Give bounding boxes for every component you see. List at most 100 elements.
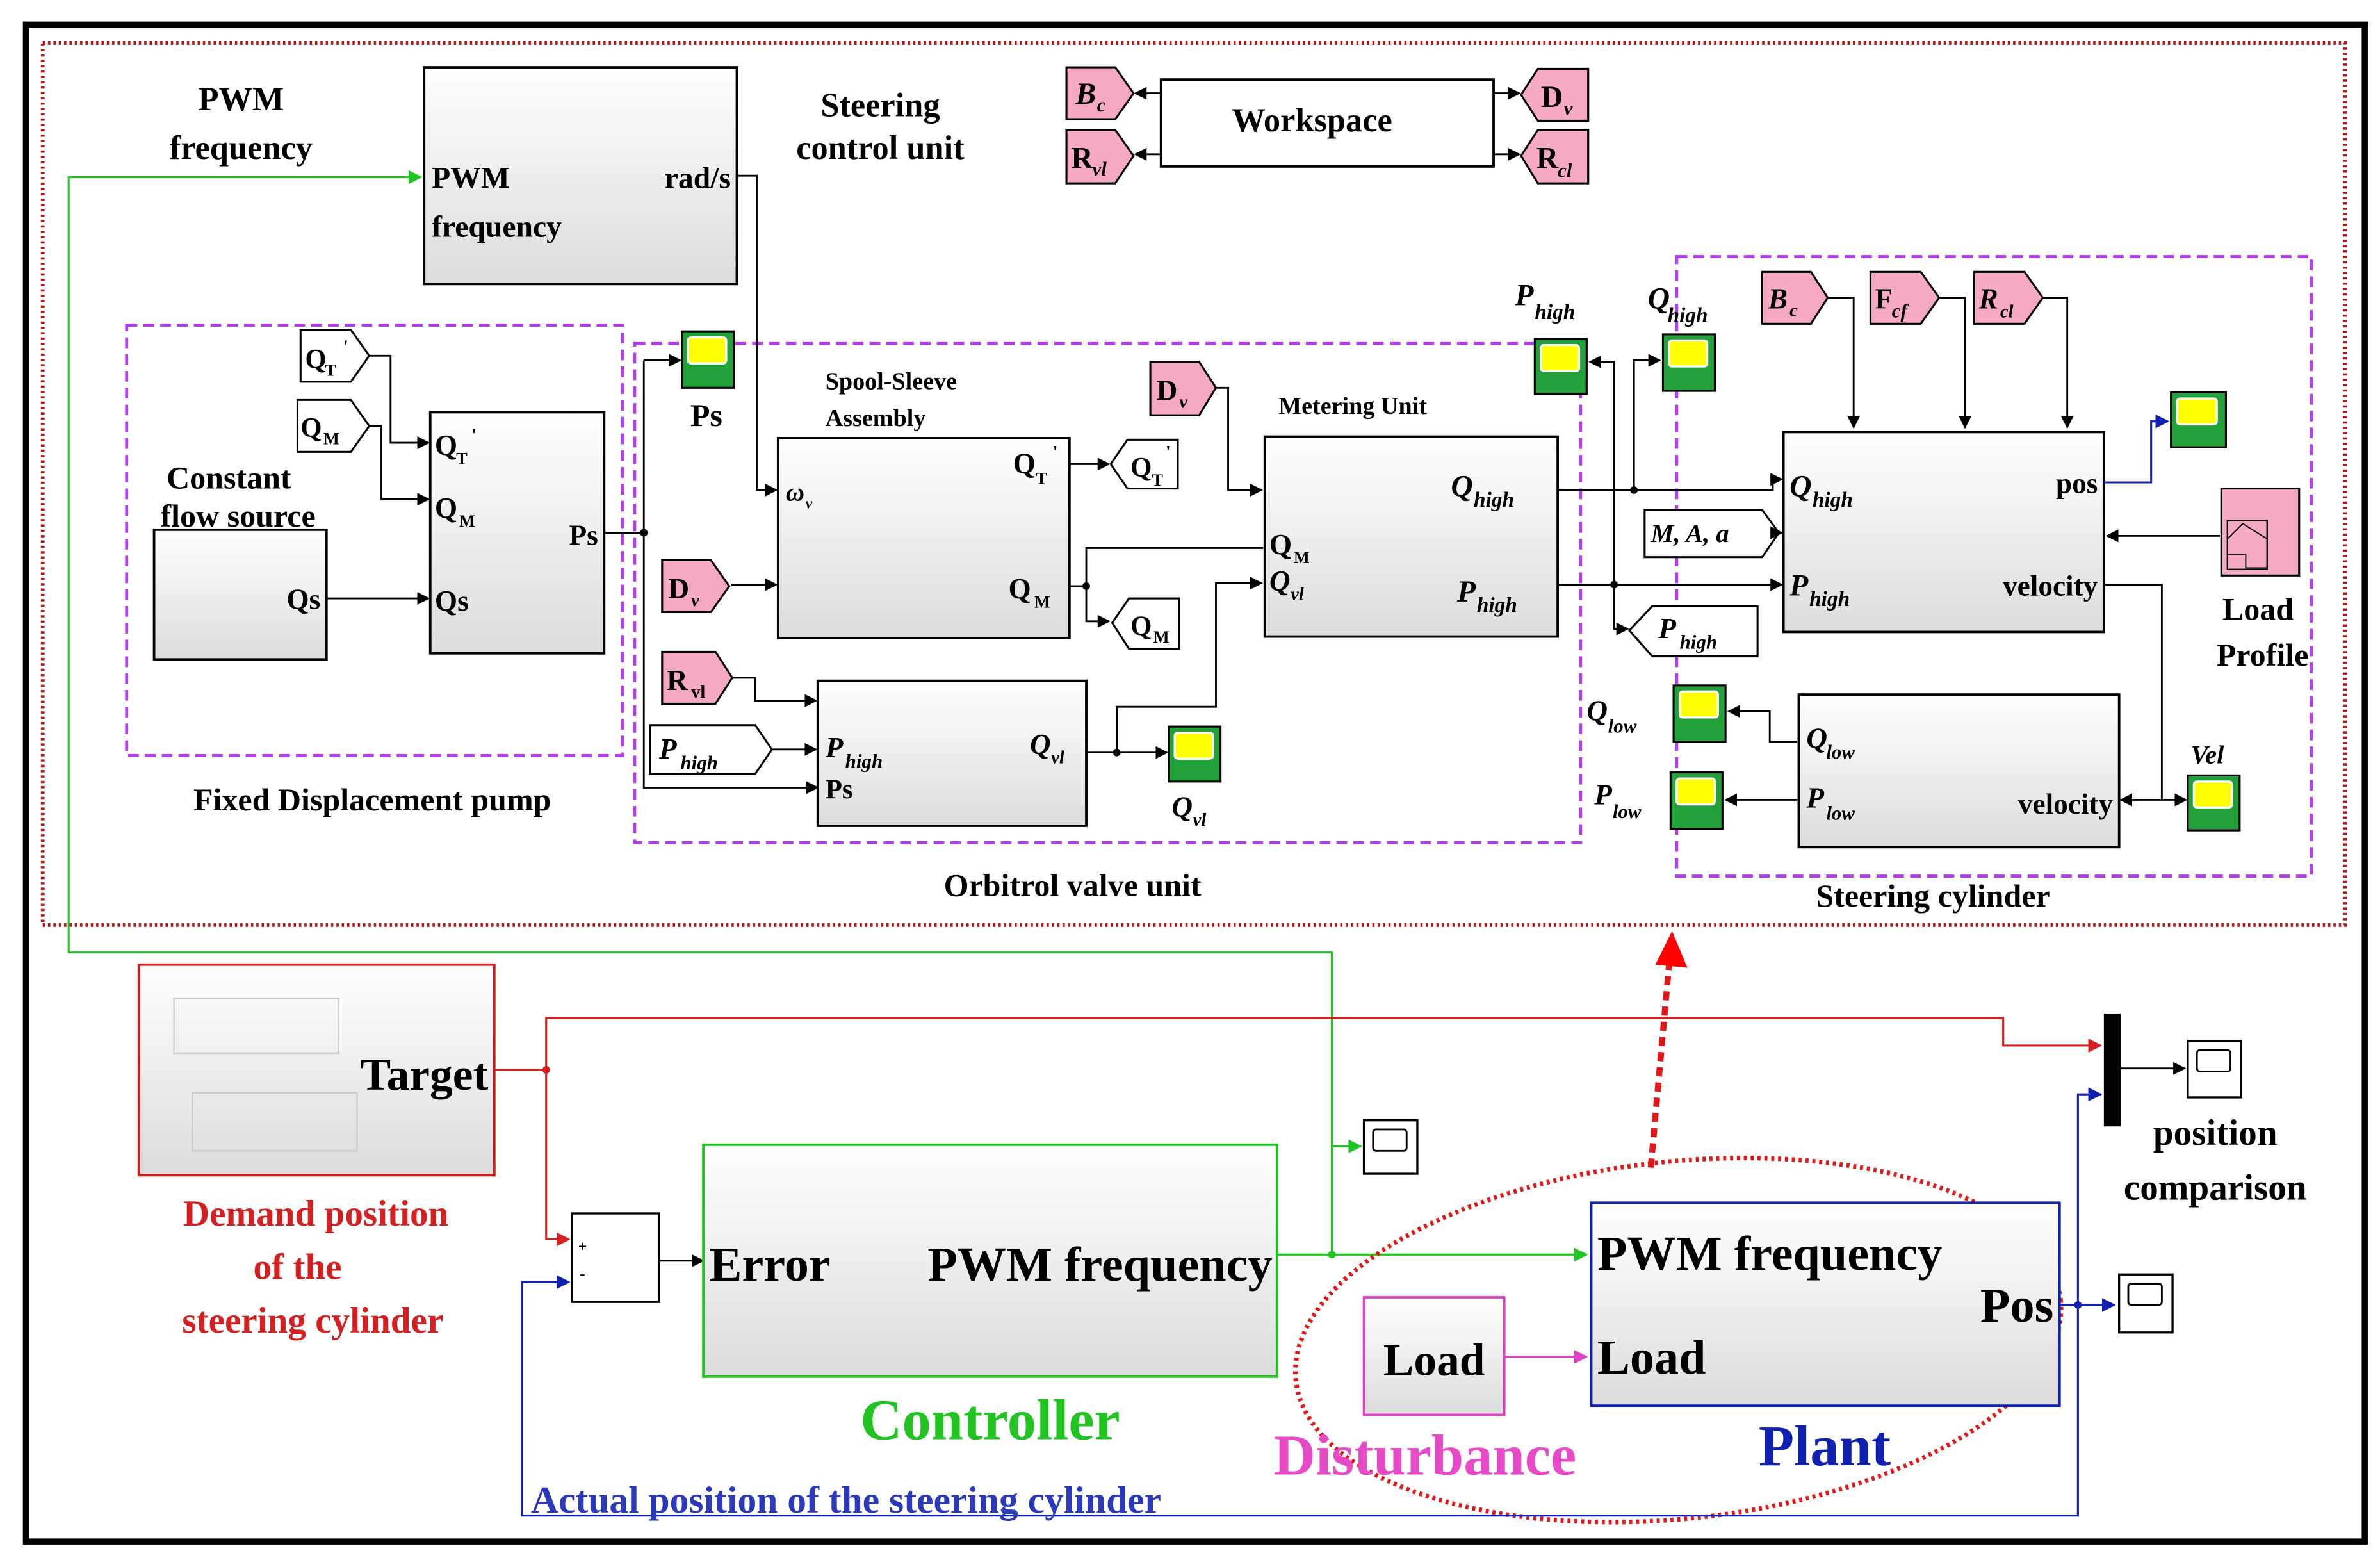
scope-controller[interactable] <box>1362 1119 1419 1175</box>
goto-tag-rvl[interactable]: Rvl <box>1065 129 1135 185</box>
svg-text:T: T <box>456 449 468 468</box>
load-profile-block[interactable] <box>2220 487 2301 577</box>
svg-text:low: low <box>1613 800 1642 823</box>
svg-text:c: c <box>1097 94 1106 116</box>
svg-text:pos: pos <box>2056 468 2098 500</box>
svg-text:velocity: velocity <box>2003 570 2098 602</box>
svg-text:high: high <box>845 750 883 772</box>
svg-text:Q: Q <box>435 429 457 461</box>
steering-cylinder-label: Steering cylinder <box>1816 878 2050 914</box>
svg-text:v: v <box>1564 97 1574 119</box>
load-profile-label: Load <box>2222 591 2294 627</box>
scope-qlow[interactable] <box>1672 684 1727 743</box>
svg-text:B: B <box>1768 283 1788 315</box>
svg-text:M: M <box>323 429 339 448</box>
scope-qvl[interactable] <box>1168 725 1222 783</box>
svg-text:Q: Q <box>435 492 457 524</box>
port-pwm-in-2: frequency <box>432 210 562 243</box>
svg-text:+: + <box>578 1239 587 1256</box>
scope-qhigh[interactable] <box>1661 333 1716 392</box>
position-comparison-label: position <box>2153 1113 2278 1153</box>
svg-text:T: T <box>1036 469 1047 488</box>
svg-text:Q: Q <box>1130 611 1152 641</box>
svg-text:high: high <box>1809 587 1850 611</box>
pwm-frequency-label: PWM <box>198 81 284 118</box>
load-disturbance-label: Load <box>1383 1335 1485 1386</box>
load-profile-label-2: Profile <box>2217 637 2309 673</box>
svg-text:vl: vl <box>1193 810 1207 830</box>
mux-block[interactable] <box>2103 1013 2121 1127</box>
scope-ps[interactable] <box>681 330 735 389</box>
svg-text:vl: vl <box>691 682 705 702</box>
svg-text:Q: Q <box>1013 448 1036 480</box>
load-disturbance-block[interactable]: Load <box>1362 1296 1506 1416</box>
svg-text:R: R <box>1071 142 1093 175</box>
plant-block[interactable]: PWM frequency Load Pos <box>1590 1201 2061 1408</box>
svg-text:v: v <box>1179 392 1187 412</box>
svg-text:P: P <box>825 732 844 764</box>
svg-text:Ps: Ps <box>826 775 853 805</box>
svg-text:D: D <box>1541 81 1563 114</box>
controller-block[interactable]: Error PWM frequency <box>702 1143 1278 1378</box>
port-ps-out: Ps <box>569 520 598 552</box>
scope-position-comparison[interactable] <box>2187 1040 2242 1099</box>
svg-text:Q: Q <box>1806 722 1827 754</box>
scope-phigh-label: P <box>1514 279 1534 313</box>
scope-plant-pos[interactable] <box>2118 1273 2174 1334</box>
svg-text:': ' <box>343 338 348 357</box>
scope-phigh[interactable] <box>1533 338 1588 395</box>
svg-text:cl: cl <box>2000 302 2014 322</box>
svg-text:v: v <box>691 591 699 611</box>
svg-text:M: M <box>1034 593 1050 611</box>
constant-flow-source-label-2: flow source <box>161 498 316 534</box>
svg-text:high: high <box>1535 300 1575 324</box>
svg-text:M: M <box>1153 628 1170 646</box>
scope-plow[interactable] <box>1669 771 1724 830</box>
target-block[interactable]: Target <box>137 963 496 1177</box>
sum-block[interactable]: + - <box>571 1212 660 1303</box>
scope-qvl-label: Q <box>1171 791 1193 823</box>
scope-vel[interactable] <box>2187 774 2241 832</box>
svg-text:Q: Q <box>1130 452 1152 482</box>
svg-text:vl: vl <box>1093 158 1107 180</box>
svg-text:': ' <box>471 426 477 446</box>
svg-text:vl: vl <box>1291 584 1304 604</box>
svg-text:': ' <box>1053 443 1058 463</box>
svg-text:M, A, a: M, A, a <box>1650 519 1729 548</box>
pwm-to-rads-block[interactable]: PWM frequency rad/s <box>423 66 738 286</box>
pwm-frequency-label-2: frequency <box>170 129 313 167</box>
svg-text:c: c <box>1789 300 1798 320</box>
workspace-block[interactable]: Workspace <box>1159 78 1495 168</box>
plant-to-subsystem-arrow <box>1647 964 1672 1168</box>
goto-tag-rcl[interactable]: Rcl <box>1520 129 1590 185</box>
svg-text:vl: vl <box>1051 748 1064 768</box>
from-tag-mAa[interactable]: M, A, a <box>1643 509 1781 559</box>
group-steering-cylinder <box>1675 255 2313 878</box>
demand-position-label-3: steering cylinder <box>182 1301 443 1341</box>
spool-sleeve-title: Spool-Sleeve <box>826 368 957 395</box>
from-tag-fcf[interactable]: Fcf <box>1869 270 1941 325</box>
svg-text:P: P <box>658 733 677 765</box>
constant-flow-source-block[interactable]: Qs <box>152 528 328 661</box>
scope-pos[interactable] <box>2170 391 2227 448</box>
from-tag-qt[interactable]: QT' <box>299 329 371 383</box>
svg-text:D: D <box>1157 374 1178 406</box>
